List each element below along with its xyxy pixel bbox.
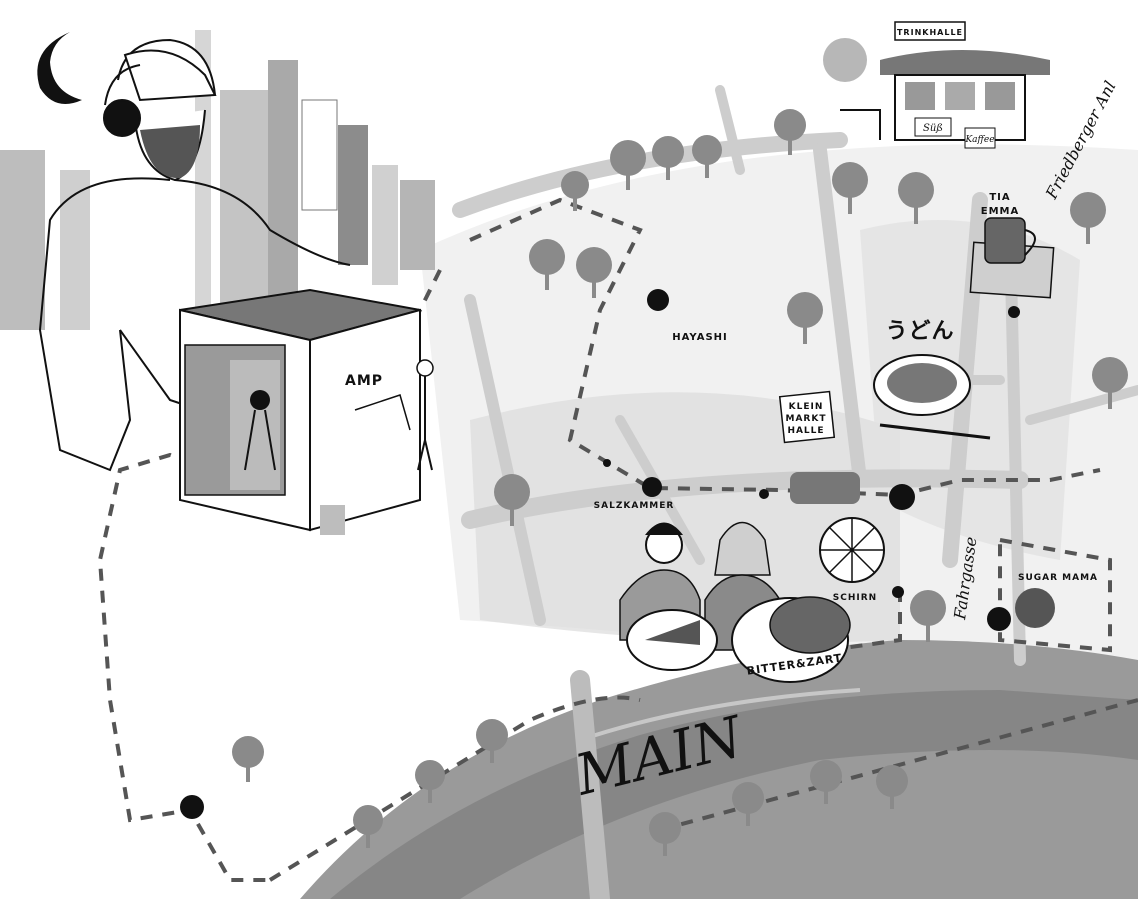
bitter-zart-cafe: BITTER&ZART: [619, 521, 851, 683]
headphone-man-illustration: [38, 38, 351, 472]
kleinmarkthalle-label-1: KLEIN: [789, 402, 824, 412]
tree-icon: [732, 782, 764, 826]
tree-icon: [1070, 192, 1106, 244]
kleinmarkthalle: KLEIN MARKT HALLE: [778, 390, 860, 504]
tree-icon: [1092, 357, 1128, 409]
tree-icon: [476, 719, 508, 763]
tree-icon: [649, 812, 681, 856]
tree-icon: [810, 760, 842, 804]
trees: [232, 109, 1128, 856]
tree-icon: [415, 760, 445, 803]
sign-kaffee: Kaffee: [964, 135, 994, 145]
river-main: [300, 640, 1138, 899]
tia-emma: TIA EMMA: [969, 192, 1055, 299]
trinkhalle-sign: TRINKHALLE: [897, 28, 963, 37]
tree-icon: [898, 172, 934, 224]
amp-building: AMP: [179, 288, 434, 535]
tree-icon: [774, 109, 806, 155]
amp-label: AMP: [345, 373, 383, 389]
schirn: SCHIRN: [819, 517, 885, 603]
skyline: [0, 30, 435, 330]
schirn-label: SCHIRN: [833, 593, 877, 603]
tree-icon: [232, 736, 264, 782]
kleinmarkthalle-label-3: HALLE: [787, 426, 824, 436]
salzkammer-pin[interactable]: [642, 477, 662, 497]
hayashi-label: HAYASHI: [672, 332, 727, 343]
udon-restaurant: うどん: [873, 319, 991, 440]
kleinmarkthalle-label-2: MARKT: [786, 414, 827, 424]
tree-icon: [876, 765, 908, 809]
tree-icon: [529, 239, 565, 290]
salzkammer-label: SALZKAMMER: [594, 501, 675, 511]
trinkhalle-kiosk: TRINKHALLE Süß Kaffee: [823, 21, 1050, 149]
tree-icon: [787, 292, 823, 344]
map-pins: [180, 306, 1020, 819]
sign-suss: Süß: [923, 123, 943, 134]
tia-emma-label-2: EMMA: [981, 206, 1019, 217]
tree-icon: [652, 136, 684, 180]
tree-icon: [910, 590, 946, 642]
tree-icon: [692, 135, 722, 178]
tree-icon: [353, 805, 383, 848]
tree-icon: [610, 140, 646, 190]
sugar-mama-label: SUGAR MAMA: [1018, 573, 1098, 583]
udon-label: うどん: [885, 319, 954, 344]
sugar-mama: SUGAR MAMA: [987, 573, 1098, 631]
tree-icon: [576, 247, 612, 298]
tia-emma-label-1: TIA: [989, 192, 1010, 203]
tree-icon: [561, 171, 589, 211]
tree-icon: [494, 474, 530, 526]
tree-icon: [832, 162, 868, 214]
moon-icon: [37, 32, 82, 104]
hayashi-pin[interactable]: [647, 289, 669, 311]
